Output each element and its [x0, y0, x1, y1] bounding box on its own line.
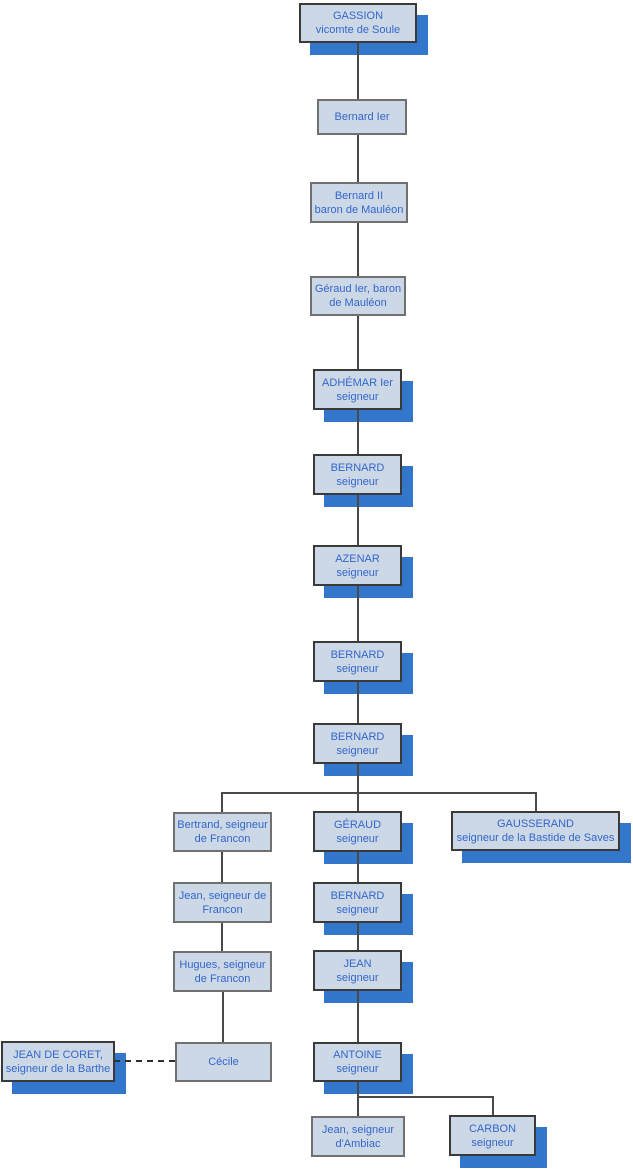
node-label-line: ADHÉMAR Ier [322, 376, 393, 389]
node-label-line: GAUSSERAND [496, 818, 575, 830]
node-label-line: GASSION [332, 10, 384, 22]
connector-line-v [357, 793, 359, 811]
node-label-line: seigneur [336, 971, 379, 984]
connector-line-v [222, 992, 224, 1042]
connector-line-h [357, 1096, 494, 1098]
connector-line-v [357, 991, 359, 1042]
node-label-line: Bernard Ier [334, 111, 390, 123]
node-geraud-ier: Géraud Ier, baron de Mauléon [310, 276, 406, 316]
connector-line-h [221, 792, 537, 794]
node-label-line: Géraud Ier, baron [314, 283, 402, 295]
node-label-line: seigneur [336, 832, 379, 845]
node-label-line: JEAN [343, 957, 372, 970]
node-label-line: Cécile [208, 1056, 239, 1068]
node-label-line: JEAN DE CORET, [13, 1048, 103, 1061]
connector-line-v [492, 1097, 494, 1115]
node-label-line: Hugues, seigneur [179, 958, 266, 971]
node-label-line: Bertrand, seigneur [177, 819, 268, 831]
node-label-line: BERNARD [330, 648, 385, 661]
node-label-line: seigneur [336, 662, 379, 675]
node-label-line: seigneur de la Bastide de Saves [456, 832, 615, 844]
node-antoine: ANTOINE seigneur [313, 1042, 402, 1082]
node-label-line: GÉRAUD [333, 818, 382, 831]
connector-line-dashed [114, 1060, 177, 1062]
node-jean-de-coret: JEAN DE CORET,seigneur de la Barthe [1, 1041, 115, 1082]
connector-line-v [357, 852, 359, 882]
connector-line-v [357, 495, 359, 545]
connector-line-v [357, 682, 359, 723]
node-label-line: seigneur [336, 1063, 379, 1075]
node-label-line: d'Ambiac [335, 1137, 381, 1150]
node-label-line: seigneur [336, 475, 379, 488]
node-label-line: seigneur [336, 903, 379, 916]
node-gausserand: GAUSSERAND seigneur de la Bastide de Save… [451, 811, 620, 851]
node-bernard-ier: Bernard Ier [317, 99, 407, 135]
connector-line-v [357, 410, 359, 454]
node-bertrand-francon: Bertrand, seigneur de Francon [173, 812, 272, 852]
connector-line-v [357, 43, 359, 99]
connector-line-v [357, 923, 359, 950]
node-label-line: Bernard II [334, 189, 384, 202]
node-label-line: Jean, seigneur [321, 1123, 395, 1136]
node-label-line: BERNARD [330, 461, 385, 474]
node-label-line: Francon [202, 903, 243, 916]
node-label-line: CARBON [468, 1122, 517, 1135]
node-label-line: BERNARD [330, 730, 385, 743]
node-label-line: Jean, seigneur de [178, 889, 267, 902]
connector-line-v [357, 586, 359, 641]
node-gassion: GASSION vicomte de Soule [299, 3, 417, 43]
connector-line-v [357, 316, 359, 369]
connector-line-v [357, 1082, 359, 1098]
connector-line-v [357, 135, 359, 182]
node-label-line: baron de Mauléon [314, 203, 404, 216]
node-cecile: Cécile [175, 1042, 272, 1082]
node-label-line: de Francon [194, 833, 251, 845]
node-label-line: BERNARD [330, 889, 385, 902]
node-label-line: ANTOINE [333, 1049, 382, 1061]
connector-line-v [357, 1097, 359, 1116]
node-label-line: AZENAR [335, 552, 380, 565]
node-label-line: seigneur de la Barthe [5, 1062, 111, 1075]
node-label-line: de Mauléon [329, 297, 387, 309]
node-label-line: seigneur [336, 566, 379, 579]
connector-line-v [221, 923, 223, 951]
connector-line-v [221, 793, 223, 812]
connector-line-v [221, 852, 223, 882]
connector-line-v [357, 223, 359, 276]
node-label-line: seigneur [336, 390, 379, 403]
node-label-line: seigneur [471, 1136, 514, 1149]
connector-line-v [535, 793, 537, 811]
node-label-line: de Francon [194, 972, 251, 985]
connector-line-v [357, 764, 359, 794]
node-label-line: seigneur [336, 744, 379, 757]
node-label-line: vicomte de Soule [315, 24, 401, 36]
